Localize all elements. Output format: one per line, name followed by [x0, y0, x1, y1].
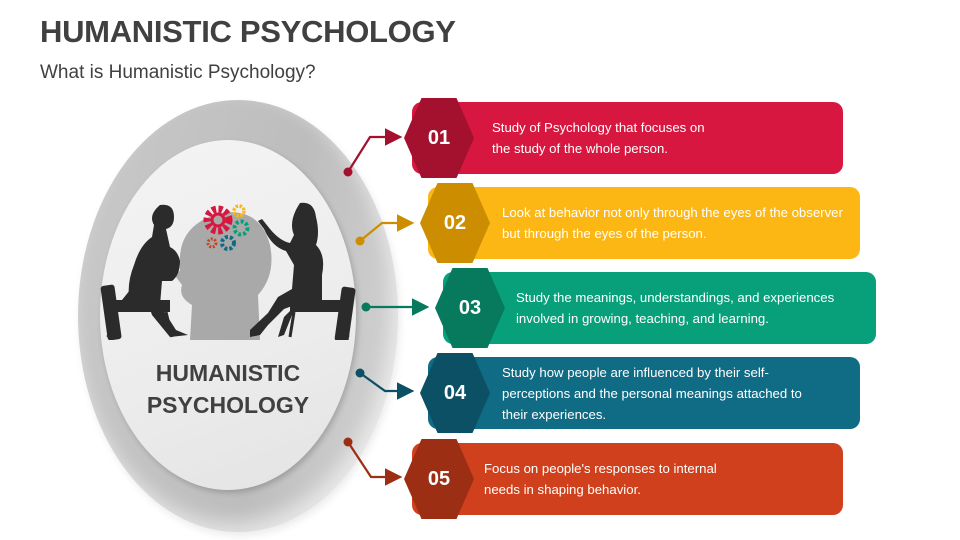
list-item-01: 01 Study of Psychology that focuses on t… [404, 98, 843, 178]
list-item-04: 04 Study how people are influenced by th… [420, 353, 860, 433]
item-text: Focus on people's responses to internal … [484, 461, 717, 497]
item-text: Study the meanings, understandings, and … [516, 290, 835, 326]
number-badge: 05 [404, 439, 474, 519]
page-title: HUMANISTIC PSYCHOLOGY [40, 14, 456, 49]
item-text: Look at behavior not only through the ey… [502, 205, 843, 241]
item-text: Study how people are influenced by their… [502, 364, 802, 422]
center-label-line1: HUMANISTIC [155, 360, 301, 386]
therapy-session-icon [100, 202, 356, 340]
center-label: HUMANISTIC PSYCHOLOGY [100, 357, 356, 421]
gears-icon [203, 204, 250, 251]
number-badge: 02 [420, 183, 490, 263]
list-item-05: 05 Focus on people's responses to intern… [404, 439, 843, 519]
number-badge: 03 [435, 268, 505, 348]
page-subtitle: What is Humanistic Psychology? [40, 62, 316, 83]
number-badge: 04 [420, 353, 490, 433]
item-text: Study of Psychology that focuses on the … [492, 120, 705, 156]
list-item-03: 03 Study the meanings, understandings, a… [435, 268, 876, 348]
list-item-02: 02 Look at behavior not only through the… [420, 183, 860, 263]
number-badge: 01 [404, 98, 474, 178]
center-label-line2: PSYCHOLOGY [146, 392, 310, 418]
